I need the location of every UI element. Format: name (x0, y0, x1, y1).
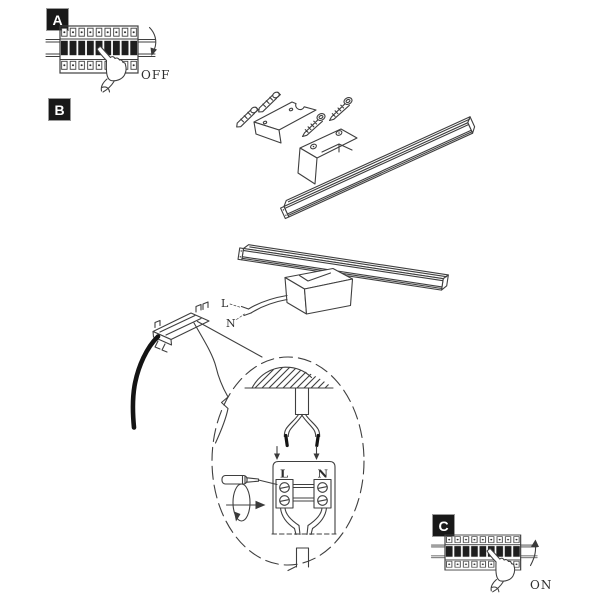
step-b-exploded-view (236, 90, 478, 220)
supply-cable (130, 334, 161, 430)
rotation-arrow (232, 483, 251, 522)
outgoing-wires (279, 507, 328, 536)
drive-direction-arrow (225, 500, 266, 510)
terminal-neutral-label: N (318, 467, 329, 481)
callout-tail (193, 322, 229, 444)
mains-cable (294, 387, 310, 416)
mounting-block (297, 128, 358, 185)
breaker-panel (430, 534, 538, 571)
turn-off-arrow (148, 26, 157, 50)
step-b-badge: B (48, 98, 71, 121)
terminal-screws (279, 482, 328, 506)
mains-wires (283, 413, 321, 448)
live-wire-label: L (221, 297, 229, 310)
neutral-wire-label: N (226, 317, 236, 330)
turn-on-arrowhead (530, 539, 539, 547)
callout-ellipse (211, 356, 365, 566)
step-c-illustration: ON (430, 534, 552, 593)
fixture-lead-stub (295, 547, 310, 568)
break-tick (287, 565, 297, 572)
mounting-screw-icon (328, 95, 354, 122)
live-leader-line (229, 303, 242, 308)
mounting-plate (253, 101, 317, 144)
power-off-label: OFF (141, 68, 171, 82)
terminal-block: L N (271, 460, 337, 536)
neutral-leader-line (236, 313, 245, 320)
driver-box (284, 267, 354, 315)
screwdriver-icon (221, 474, 278, 486)
connection-detail-callout: L N (211, 356, 365, 572)
step-b-wiring-view: L N (130, 242, 449, 444)
step-a-illustration: OFF (45, 25, 171, 93)
terminal-live-label: L (280, 467, 288, 481)
step-a-badge: A (46, 8, 69, 31)
terminal-connector (152, 301, 210, 353)
insert-arrows (274, 445, 320, 460)
wall-anchor-icon (258, 90, 281, 113)
fixture-mains-lead (240, 294, 288, 317)
power-on-label: ON (530, 578, 552, 592)
turn-off-arrowhead (150, 47, 157, 56)
step-c-badge: C (432, 514, 455, 537)
callout-leader-line (196, 320, 263, 358)
